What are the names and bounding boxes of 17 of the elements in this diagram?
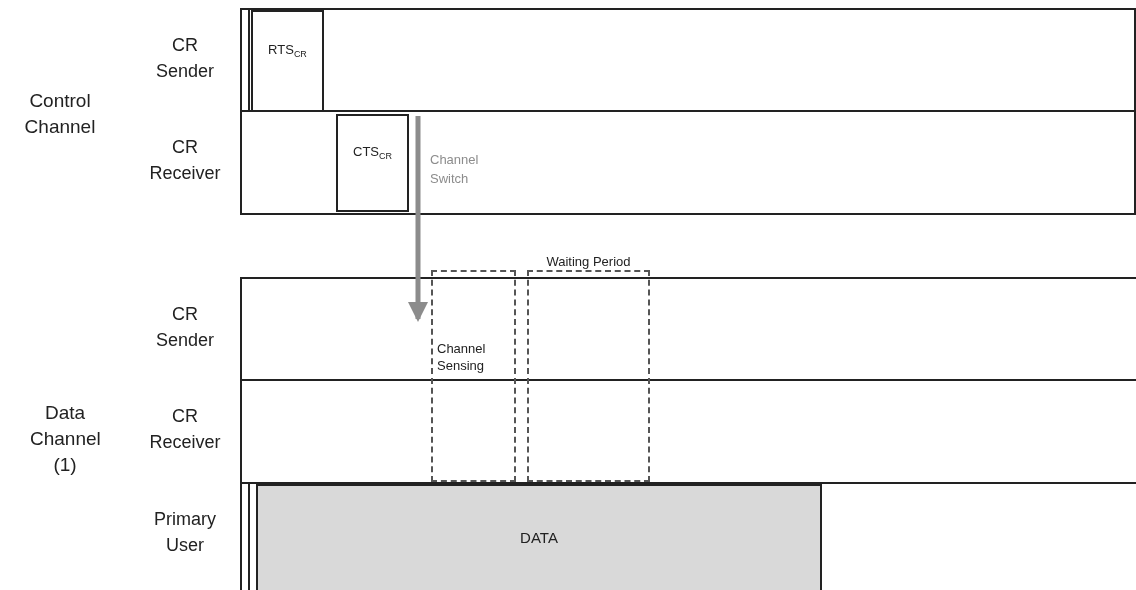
lane-label: CR Receiver <box>148 405 222 454</box>
interval-heading: Waiting Period <box>545 254 632 270</box>
lane-label: Primary User <box>153 508 217 557</box>
lane-label: CR Sender <box>154 34 215 83</box>
data-frame <box>256 484 822 590</box>
control-frame <box>251 10 324 112</box>
lane-label: CR Sender <box>154 303 215 352</box>
dashed-interval <box>431 270 516 482</box>
frame-label: DATA <box>520 527 558 548</box>
channel-label: Data Channel (1) <box>30 401 100 477</box>
channel-label: Control Channel <box>23 89 97 139</box>
interval-label: Channel Sensing <box>437 340 487 374</box>
frame-label: CTS$_{CR}$ <box>353 143 392 162</box>
frame-label: RTS$_{CR}$ <box>268 41 307 60</box>
arrow <box>408 116 428 322</box>
control-frame <box>336 114 409 212</box>
lane-label: CR Receiver <box>148 136 222 185</box>
